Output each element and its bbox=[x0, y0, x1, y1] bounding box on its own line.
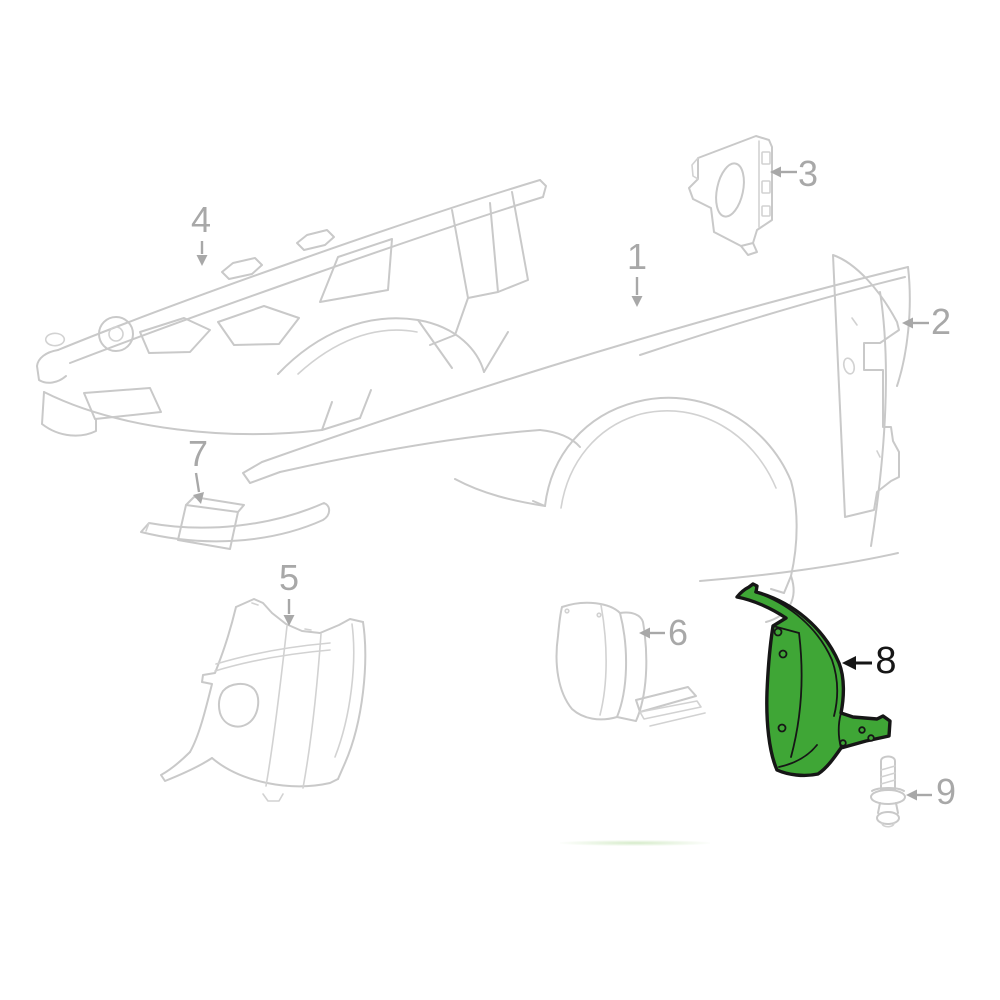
part-8-body bbox=[735, 582, 892, 778]
callout-2-arrow-icon bbox=[902, 317, 929, 329]
green-reflection bbox=[560, 840, 710, 846]
callout-9-label: 9 bbox=[935, 771, 957, 812]
callout-7-label: 7 bbox=[187, 433, 209, 474]
callout-5-arrow-icon bbox=[283, 599, 295, 626]
callout-6-label: 6 bbox=[667, 612, 689, 653]
part-drawing-5 bbox=[160, 598, 367, 802]
callout-4-arrow-icon bbox=[196, 241, 208, 266]
part-drawing-3 bbox=[688, 135, 773, 256]
callout-3-arrow-icon bbox=[770, 166, 797, 178]
callout-4-label: 4 bbox=[190, 199, 212, 240]
part-drawing-9 bbox=[870, 755, 906, 828]
part-drawing-8-highlighted bbox=[735, 582, 892, 778]
callout-5-label: 5 bbox=[278, 557, 300, 598]
part-drawing-6 bbox=[555, 601, 706, 727]
callout-9-arrow-icon bbox=[906, 789, 932, 801]
part-drawing-1 bbox=[242, 266, 911, 623]
callout-3-label: 3 bbox=[797, 153, 819, 194]
callout-8-label: 8 bbox=[875, 640, 897, 682]
callout-1-label: 1 bbox=[626, 236, 648, 277]
part-drawing-7 bbox=[140, 496, 331, 550]
callout-arrows bbox=[193, 166, 932, 801]
part-drawing-2 bbox=[832, 254, 900, 518]
callout-6-arrow-icon bbox=[639, 627, 665, 639]
callout-1-arrow-icon bbox=[631, 277, 643, 307]
callout-7-arrow-icon bbox=[193, 472, 204, 504]
part-drawing-4 bbox=[36, 179, 547, 437]
callout-8-arrow-icon bbox=[842, 656, 872, 670]
callout-2-label: 2 bbox=[930, 301, 952, 342]
